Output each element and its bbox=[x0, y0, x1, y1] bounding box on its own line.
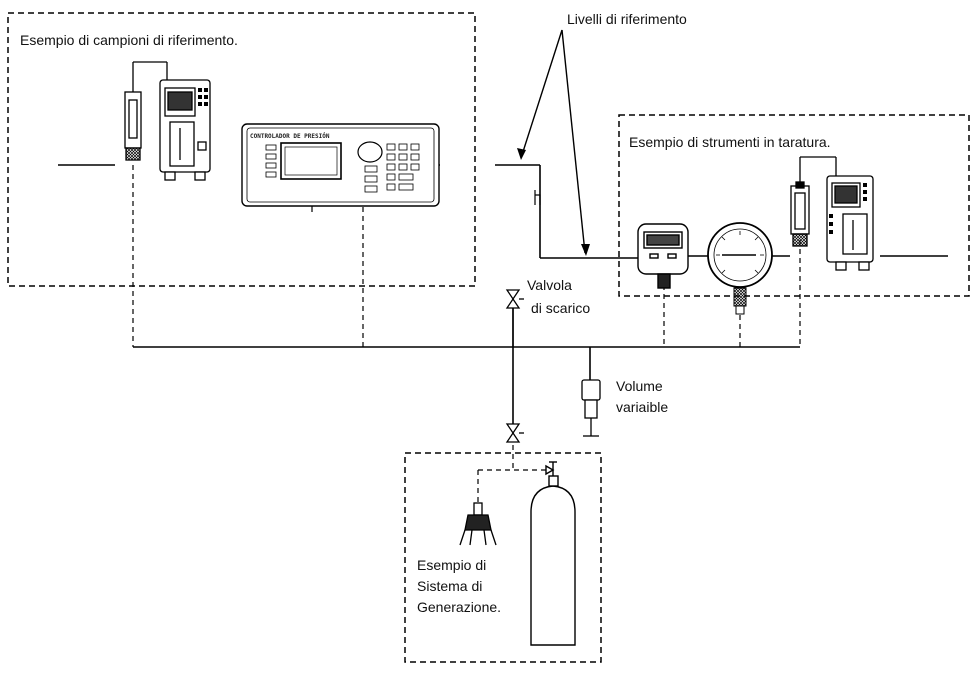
generation-box bbox=[404, 452, 602, 663]
calibration-indicator-buttons bbox=[829, 183, 867, 234]
instruments-box bbox=[618, 114, 970, 297]
reference-samples-box bbox=[7, 12, 476, 287]
controller-keypad-left bbox=[265, 144, 277, 178]
controller-title: CONTROLADOR DE PRESIÓN bbox=[250, 133, 330, 140]
piston-icon bbox=[581, 379, 601, 437]
variable-volume-label-2: variaible bbox=[616, 399, 668, 415]
gas-cylinder-icon bbox=[530, 461, 576, 646]
generation-label-2: Sistema di bbox=[417, 578, 482, 594]
level-marker bbox=[534, 190, 541, 205]
reference-samples-label: Esempio di campioni di riferimento. bbox=[20, 32, 238, 48]
analog-gauge-icon bbox=[707, 222, 773, 315]
generation-label-3: Generazione. bbox=[417, 599, 501, 615]
hand-pump-icon bbox=[459, 502, 497, 546]
reference-indicator-buttons bbox=[198, 88, 208, 106]
pressure-sensor-icon bbox=[124, 61, 168, 161]
analog-gauge-ticks bbox=[716, 231, 764, 274]
variable-volume-label-1: Volume bbox=[616, 378, 663, 394]
drain-valve-label-1: Valvola bbox=[527, 277, 572, 293]
reference-level-arrows bbox=[517, 29, 590, 256]
reference-indicator-icon bbox=[159, 79, 211, 181]
calibration-indicator-icon bbox=[826, 175, 874, 271]
digital-gauge-icon bbox=[637, 223, 689, 289]
calibration-sensor-icon bbox=[790, 156, 837, 247]
drain-valve-icon bbox=[505, 289, 524, 347]
supply-valve-icon bbox=[505, 423, 524, 443]
reference-levels-label: Livelli di riferimento bbox=[567, 11, 687, 27]
generation-label-1: Esempio di bbox=[417, 557, 486, 573]
instruments-label: Esempio di strumenti in taratura. bbox=[629, 134, 831, 150]
pressure-lines bbox=[58, 164, 948, 432]
drain-valve-label-2: di scarico bbox=[531, 300, 590, 316]
controller-keypad-right bbox=[364, 143, 420, 193]
dashed-connections bbox=[132, 165, 801, 503]
